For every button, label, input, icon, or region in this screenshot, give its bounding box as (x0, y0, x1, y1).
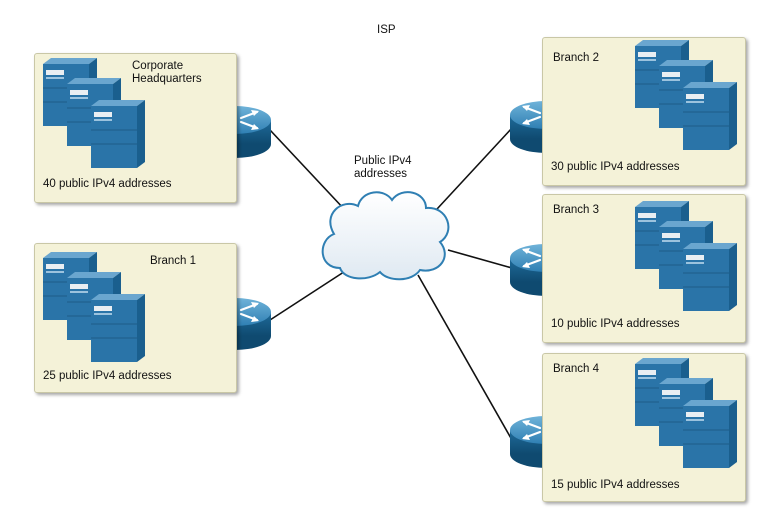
link-branch1-cloud (269, 267, 351, 321)
cloud-label: Public IPv4 addresses (354, 155, 412, 180)
site-addresses-branch2: 30 public IPv4 addresses (551, 161, 680, 173)
site-addresses-branch1: 25 public IPv4 addresses (43, 370, 172, 382)
link-branch4-cloud (417, 274, 513, 441)
server-stack-icon (42, 252, 146, 363)
site-box-branch3: Branch 3 10 public IPv4 addresses (542, 194, 746, 343)
link-branch3-cloud (447, 249, 513, 269)
server-stack-icon (634, 40, 738, 151)
site-name-branch2: Branch 2 (553, 52, 600, 64)
site-name-branch3: Branch 3 (553, 204, 600, 216)
site-addresses-branch3: 10 public IPv4 addresses (551, 318, 680, 330)
site-name-branch1: Branch 1 (150, 255, 197, 267)
site-name-branch4: Branch 4 (553, 363, 600, 375)
site-box-hq: Corporate Headquarters 40 public IPv4 ad… (34, 53, 237, 203)
server-stack-icon (634, 358, 738, 469)
link-hq-cloud (269, 129, 346, 211)
site-box-branch1: Branch 1 25 public IPv4 addresses (34, 243, 237, 393)
internet-cloud-icon (321, 191, 450, 281)
connection-lines (269, 127, 513, 441)
server-stack-icon (634, 201, 738, 312)
isp-label: ISP (377, 24, 396, 36)
site-addresses-branch4: 15 public IPv4 addresses (551, 479, 680, 491)
site-box-branch2: Branch 2 30 public IPv4 addresses (542, 37, 746, 186)
site-addresses-hq: 40 public IPv4 addresses (43, 178, 172, 190)
site-box-branch4: Branch 4 15 public IPv4 addresses (542, 353, 746, 502)
site-name-hq: Corporate Headquarters (132, 60, 202, 85)
link-branch2-cloud (424, 127, 513, 223)
